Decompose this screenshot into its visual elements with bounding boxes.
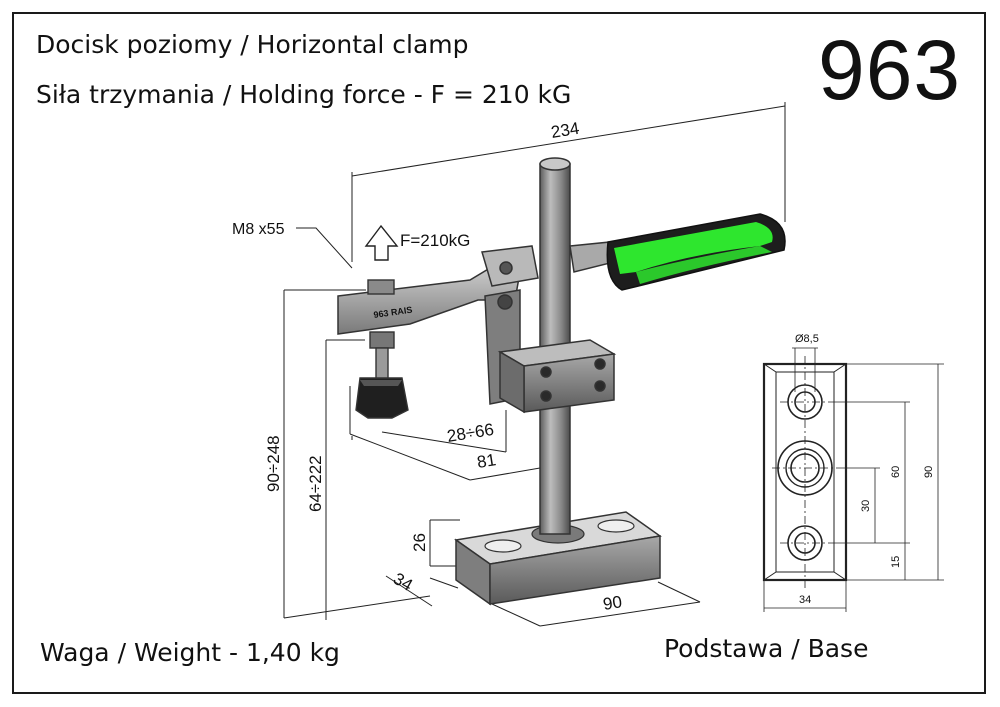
base-dim-holes: 60 [890, 466, 902, 478]
title-line-1: Docisk poziomy / Horizontal clamp [36, 30, 469, 59]
dim-height-range: 90÷248 [264, 435, 283, 492]
drawing-sheet-border [12, 12, 986, 694]
spindle-assembly [355, 279, 409, 419]
model-number: 963 [818, 23, 962, 117]
base-dim-width: 34 [799, 594, 811, 606]
weight-label: Waga / Weight - 1,40 kg [40, 638, 340, 667]
dim-base-height: 26 [410, 533, 429, 552]
base-top-view [762, 347, 944, 612]
base-dim-edge: 15 [890, 556, 902, 568]
base-caption: Podstawa / Base [664, 634, 869, 663]
dim-base-width: 34 [390, 569, 416, 595]
dim-overall-length: 234 [550, 119, 581, 142]
dim-spindle-height: 64÷222 [306, 455, 325, 512]
clamp-arm [337, 241, 617, 414]
clamp-base [454, 511, 662, 606]
screw-spec-label: M8 x55 [232, 221, 285, 238]
base-hole-diameter: Ø8,5 [795, 333, 819, 345]
base-dim-center: 30 [860, 500, 872, 512]
force-arrow-icon [364, 224, 399, 261]
dimension-lines [283, 102, 786, 627]
title-line-2: Siła trzymania / Holding force - F = 210… [36, 80, 572, 109]
dim-reach-range: 28÷66 [446, 420, 496, 446]
clamp-handle-grip [606, 213, 786, 291]
force-label: F=210kG [400, 231, 470, 250]
dim-reach-to-post: 81 [476, 450, 498, 472]
base-dim-total: 90 [923, 466, 935, 478]
dim-base-length: 90 [602, 592, 624, 614]
